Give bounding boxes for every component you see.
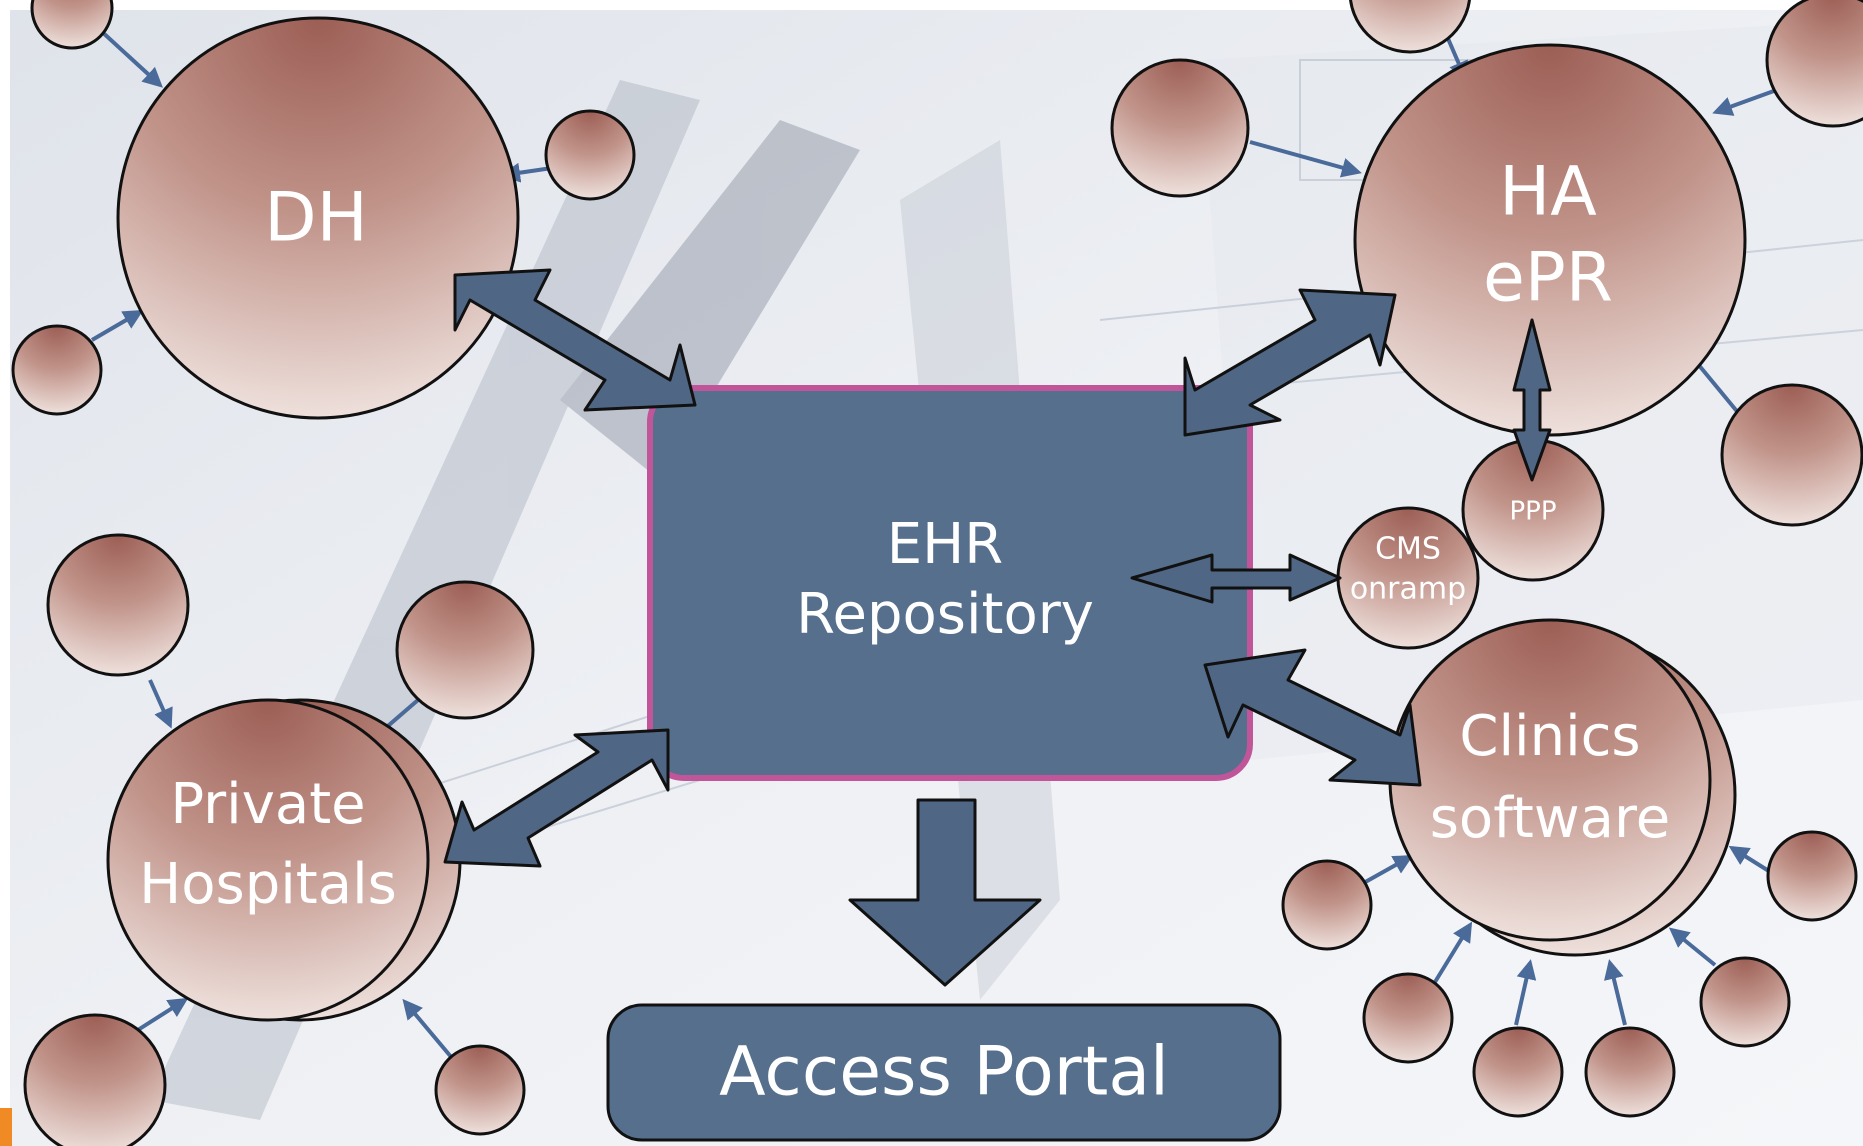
satellite-bubble: [1349, 0, 1471, 54]
ha-epr-bubble: [1353, 43, 1747, 437]
clinics-label: Clinics: [1459, 704, 1640, 769]
satellite-bubble: [1362, 972, 1454, 1064]
satellite-bubble: [1766, 830, 1858, 922]
connector-arrow: [90, 309, 144, 342]
ppp-label: PPP: [1509, 497, 1556, 527]
private-to-ehr-arrow: [443, 728, 670, 868]
slide-accent-tab: [0, 1108, 12, 1146]
connector-arrow: [98, 28, 163, 88]
cms-to-ehr-arrow: [1130, 553, 1342, 604]
clinics-software-bubble: [1388, 618, 1712, 942]
satellite-bubble: [1472, 1026, 1564, 1118]
connector-arrow: [1712, 86, 1783, 116]
ha-to-ehr-arrow: [1183, 288, 1397, 437]
satellite-bubble: [11, 324, 103, 416]
satellite-bubble: [544, 109, 636, 201]
ehr-to-portal-arrow: [848, 798, 1042, 987]
satellite-bubble: [1584, 1026, 1676, 1118]
satellite-bubble: [1699, 956, 1791, 1048]
software-label: software: [1430, 786, 1671, 851]
satellite-bubble: [46, 533, 190, 677]
satellite-bubbles: [11, 0, 1863, 1146]
connector-arrow: [148, 679, 173, 729]
connector-arrow: [1604, 959, 1627, 1026]
dh-label: DH: [264, 179, 368, 258]
hospitals-label: Hospitals: [139, 852, 397, 917]
satellite-bubble: [434, 1044, 526, 1136]
clinics-to-ehr-arrow: [1203, 648, 1422, 787]
connector-arrow: [1433, 921, 1473, 984]
connector-arrow: [1514, 959, 1537, 1026]
satellite-bubble: [1765, 0, 1863, 128]
onramp-label: onramp: [1350, 572, 1466, 607]
ha-label: HA: [1499, 153, 1597, 232]
satellite-bubble: [1110, 58, 1250, 198]
connector-arrow: [1728, 845, 1774, 875]
satellite-bubble: [395, 580, 535, 720]
ehr-label: EHR: [887, 512, 1003, 577]
satellite-bubble: [30, 0, 114, 50]
connector-arrow: [1359, 855, 1414, 887]
private-hospitals-bubble: [106, 698, 430, 1022]
dh-bubble: [116, 16, 520, 420]
access-portal-box: [606, 1003, 1282, 1142]
ha-to-ppp-arrow: [1512, 318, 1552, 482]
satellite-bubble: [1720, 383, 1863, 527]
dh-to-ehr-arrow: [453, 268, 697, 412]
private-label: Private: [170, 772, 365, 837]
satellite-bubble: [23, 1013, 167, 1146]
access-portal-label: Access Portal: [719, 1033, 1169, 1112]
connector-arrow: [1249, 140, 1362, 178]
satellite-bubble: [1281, 859, 1373, 951]
repository-label: Repository: [796, 582, 1094, 647]
connector-arrow: [1668, 927, 1717, 967]
connector-arrow: [402, 998, 454, 1060]
cms-label: CMS: [1375, 532, 1441, 567]
epr-label: ePR: [1483, 239, 1613, 318]
